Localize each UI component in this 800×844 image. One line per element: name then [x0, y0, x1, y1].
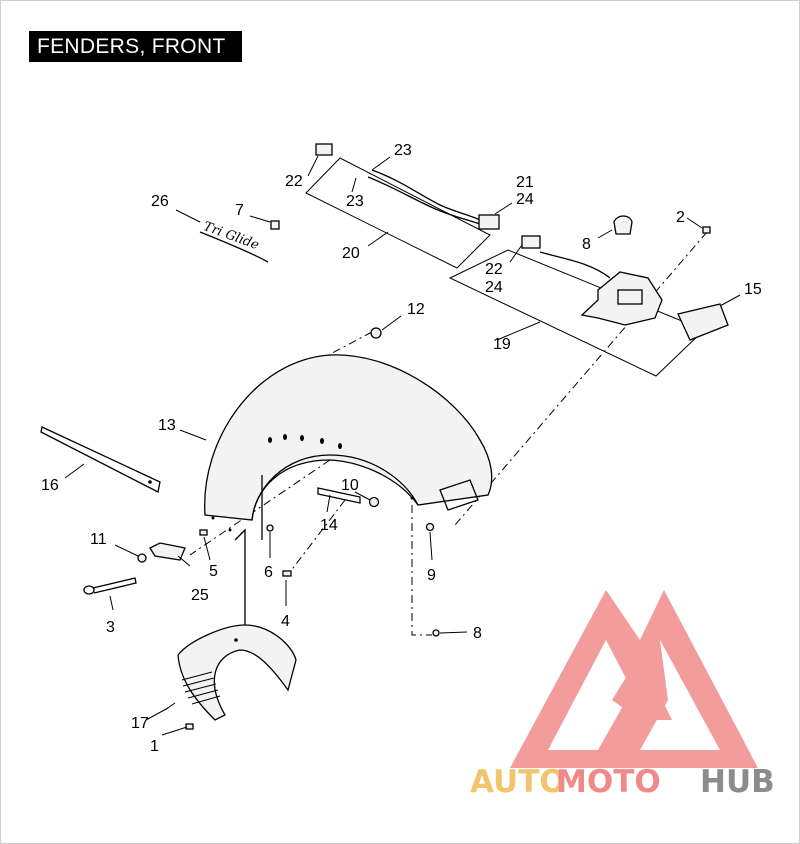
- callout-7: 7: [235, 202, 244, 219]
- mounting-bracket: [149, 542, 186, 561]
- bolt: [83, 577, 137, 595]
- callout-labels: 1 2 3 4 5 6 7 8 8 9 10 11 12 13 14 15 16…: [41, 142, 762, 755]
- tri-glide-emblem: Tri Glide: [199, 219, 269, 263]
- callout-6: 6: [264, 564, 273, 581]
- watermark-logo-icon: [510, 590, 758, 768]
- callout-22-top: 22: [285, 173, 303, 190]
- callout-12: 12: [407, 301, 425, 318]
- callout-20: 20: [342, 245, 360, 262]
- callout-8-bulb: 8: [582, 236, 591, 253]
- callout-24-lamp: 24: [485, 279, 503, 296]
- callout-9: 9: [427, 567, 436, 584]
- fender-lower-extension: [177, 624, 297, 721]
- callout-5: 5: [209, 563, 218, 580]
- callout-8-nut: 8: [473, 625, 482, 642]
- callout-23-top: 23: [394, 142, 412, 159]
- callout-15: 15: [744, 281, 762, 298]
- svg-text:MOTO: MOTO: [556, 764, 661, 800]
- callout-26: 26: [151, 193, 169, 210]
- callout-16: 16: [41, 477, 59, 494]
- callout-4: 4: [281, 613, 290, 630]
- support-rod: [317, 487, 361, 504]
- callout-17: 17: [131, 715, 149, 732]
- callout-3: 3: [106, 619, 115, 636]
- callout-leaders: [64, 155, 741, 736]
- callout-11: 11: [90, 531, 107, 548]
- lamp-assembly: [448, 215, 729, 377]
- callout-14: 14: [320, 517, 338, 534]
- callout-2: 2: [676, 209, 685, 226]
- fender-trim-strip: [40, 426, 161, 493]
- callout-23-lower: 23: [346, 193, 364, 210]
- svg-text:Tri Glide: Tri Glide: [201, 219, 261, 253]
- watermark-text: AUTO MOTO HUB: [470, 764, 775, 800]
- callout-21: 21: [516, 174, 534, 191]
- front-fender: [204, 354, 493, 640]
- callout-24-top: 24: [516, 191, 534, 208]
- svg-text:AUTO: AUTO: [470, 764, 566, 800]
- callout-25: 25: [191, 587, 209, 604]
- callout-22-lamp: 22: [485, 261, 503, 278]
- callout-10: 10: [341, 477, 359, 494]
- page-title: FENDERS, FRONT: [29, 31, 242, 62]
- svg-text:HUB: HUB: [700, 764, 775, 800]
- callout-13: 13: [158, 417, 176, 434]
- callout-19: 19: [493, 336, 511, 353]
- callout-1: 1: [150, 738, 159, 755]
- wiring-harness: [305, 143, 500, 269]
- hardware-fasteners: [137, 220, 711, 730]
